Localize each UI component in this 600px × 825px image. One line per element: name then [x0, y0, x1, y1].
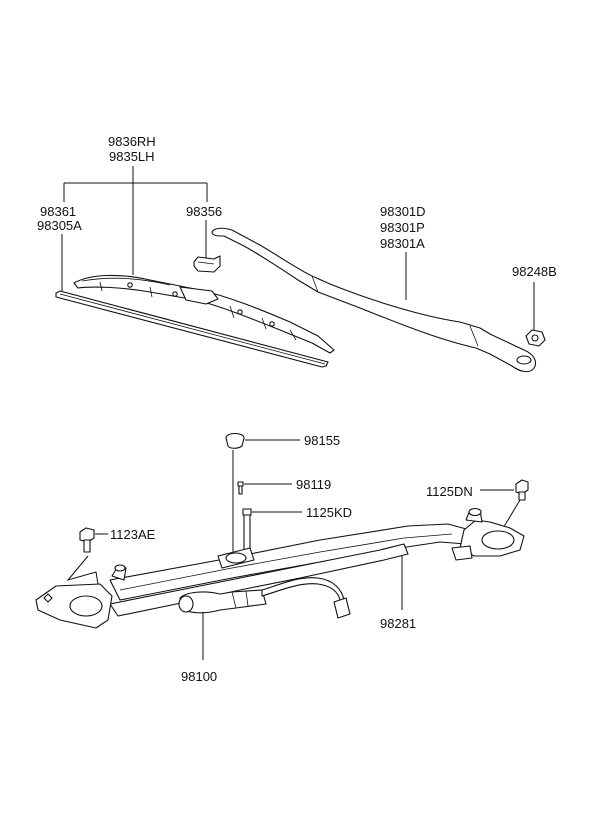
blade-leader-lines: [61, 166, 208, 295]
label-cap-bolt: 98119: [296, 477, 331, 492]
label-arm-98301a: 98301A: [380, 236, 425, 251]
bolt-1123ae: [79, 527, 95, 553]
label-refill-98361: 98361: [40, 204, 76, 219]
label-motor: 98100: [181, 669, 217, 684]
wiper-motor: [178, 577, 351, 619]
label-arm-nut: 98248B: [512, 264, 557, 279]
label-refill-98305a: 98305A: [37, 218, 82, 233]
label-arm-98301p: 98301P: [380, 220, 425, 235]
label-linkage: 98281: [380, 616, 416, 631]
label-bolt-1123ae: 1123AE: [110, 527, 156, 542]
label-arm-98301d: 98301D: [380, 204, 426, 219]
pivot-cap: [225, 432, 245, 449]
bolt-1125dn: [515, 479, 529, 501]
label-bolt-1125kd: 1125KD: [306, 505, 352, 520]
wiper-blade-frame: [73, 274, 335, 354]
cap-bolt: [237, 481, 244, 495]
label-bolt-1125dn: 1125DN: [426, 484, 473, 499]
bolt-1123ae-zigzag: [66, 555, 99, 585]
arm-nut: [525, 329, 546, 347]
label-pivot-cap: 98155: [304, 433, 340, 448]
wiper-refill-strip: [55, 290, 329, 368]
bolt-1125kd: [242, 508, 252, 554]
label-blade-lh: 9835LH: [109, 149, 155, 164]
label-adapter: 98356: [186, 204, 222, 219]
wiper-arm: [211, 227, 537, 373]
label-blade-rh: 9836RH: [108, 134, 156, 149]
blade-adapter-clip: [193, 255, 221, 273]
